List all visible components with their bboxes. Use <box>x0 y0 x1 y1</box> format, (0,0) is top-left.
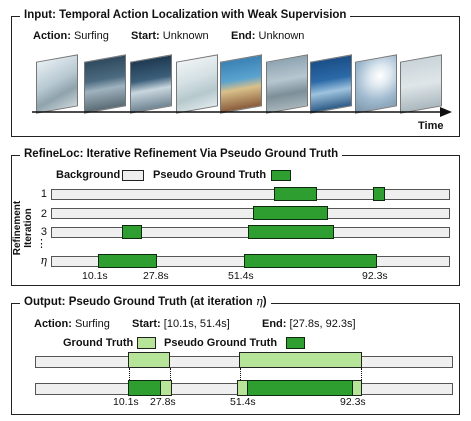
output-start-key: Start: <box>132 318 161 330</box>
refineloc-panel-title: RefineLoc: Iterative Refinement Via Pseu… <box>20 148 343 161</box>
iteration-2-track <box>51 208 450 219</box>
output-end-value: [27.8s, 92.3s] <box>289 318 356 330</box>
legend-background-swatch <box>122 170 144 181</box>
output-panel-title: Output: Pseudo Ground Truth (at iteratio… <box>20 295 271 309</box>
iteration-1-segment-b <box>373 187 385 201</box>
connector-end-2 <box>361 368 362 382</box>
iteration-1-segment-a <box>274 187 317 201</box>
iteration-3-segment-a <box>122 225 142 239</box>
refinement-iteration-label: Refinement Iteration <box>12 191 34 265</box>
output-tick-end-2: 92.3s <box>340 396 366 408</box>
iteration-eta-segment-b <box>244 254 377 268</box>
iteration-2-segment-a <box>253 206 328 220</box>
legend-pseudo-swatch-output <box>286 337 305 349</box>
legend-pseudo-label-output: Pseudo Ground Truth <box>164 337 278 349</box>
legend-pseudo-swatch <box>271 170 291 181</box>
output-tick-start-1: 10.1s <box>113 396 139 408</box>
row-label-dots: ⋮ <box>36 238 47 250</box>
time-label: Time <box>418 120 444 132</box>
output-action: Action: Surfing <box>34 318 110 331</box>
legend-pseudo-label: Pseudo Ground Truth <box>153 169 267 181</box>
pseudo-segment-a <box>128 380 161 396</box>
output-end: End: [27.8s, 92.3s] <box>262 318 356 331</box>
row-label-2: 2 <box>40 208 47 220</box>
iteration-1-track <box>51 189 450 200</box>
row-label-1: 1 <box>40 188 47 200</box>
ground-truth-segment-a <box>128 352 170 368</box>
time-arrow <box>32 107 452 117</box>
input-action-value: Surfing <box>73 30 109 42</box>
output-title-eta: η <box>255 294 263 308</box>
output-start-value: [10.1s, 51.4s] <box>163 318 230 330</box>
output-title-prefix: Output: Pseudo Ground Truth (at iteratio… <box>24 296 256 308</box>
input-start-value: Unknown <box>162 30 209 42</box>
connector-end-1 <box>170 368 171 382</box>
connector-start-1 <box>129 368 130 382</box>
input-action-key: Action: <box>33 30 71 42</box>
ground-truth-segment-b <box>239 352 362 368</box>
output-tick-start-2: 51.4s <box>230 396 256 408</box>
output-tick-end-1: 27.8s <box>150 396 176 408</box>
legend-background-label: Background <box>56 169 121 181</box>
input-end: End: Unknown <box>231 30 304 43</box>
input-end-key: End: <box>231 30 256 42</box>
legend-gt-label: Ground Truth <box>63 337 134 349</box>
row-label-eta: η <box>40 254 47 267</box>
input-panel-title: Input: Temporal Action Localization with… <box>20 9 351 22</box>
refine-tick-start-1: 10.1s <box>82 270 108 282</box>
row-label-3: 3 <box>40 226 47 238</box>
input-action: Action: Surfing <box>33 30 109 43</box>
output-action-key: Action: <box>34 318 72 330</box>
refinement-label: Refinement <box>12 200 23 256</box>
output-start: Start: [10.1s, 51.4s] <box>132 318 230 331</box>
refine-tick-end-1: 27.8s <box>143 270 169 282</box>
refine-tick-start-2: 51.4s <box>228 270 254 282</box>
legend-gt-swatch <box>137 337 156 349</box>
input-start: Start: Unknown <box>131 30 209 43</box>
output-end-key: End: <box>262 318 287 330</box>
pseudo-segment-b <box>247 380 353 396</box>
output-title-suffix: ) <box>262 296 267 308</box>
output-action-value: Surfing <box>74 318 110 330</box>
input-end-value: Unknown <box>258 30 305 42</box>
iteration-3-segment-b <box>248 225 334 239</box>
iteration-eta-segment-a <box>98 254 157 268</box>
connector-start-2 <box>240 368 241 382</box>
input-start-key: Start: <box>131 30 160 42</box>
refine-tick-end-2: 92.3s <box>362 270 388 282</box>
